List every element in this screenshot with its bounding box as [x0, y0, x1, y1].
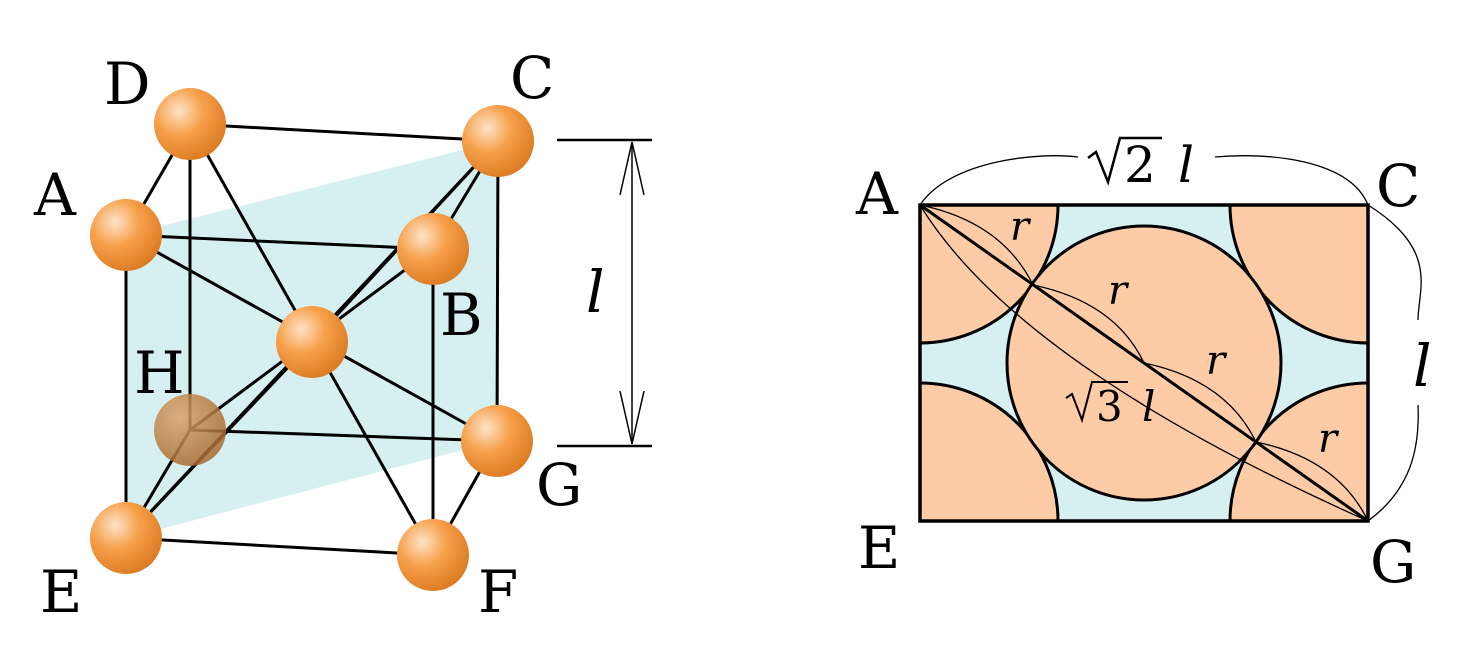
- radius-label-2: r: [1108, 268, 1130, 314]
- cube-edges: [124, 122, 500, 557]
- height-label: l: [586, 258, 605, 326]
- vertex-label-e: E: [40, 558, 82, 626]
- side-dimension-arc: [1367, 204, 1422, 522]
- atom-b: [397, 213, 469, 285]
- vertex-label-f: F: [478, 558, 518, 626]
- section-rectangle-border: [918, 203, 1370, 523]
- corner-circle-c: [1228, 205, 1368, 345]
- atom-c: [462, 105, 534, 177]
- cross-section-diagram: A C E G 2 l l 3 l r r r r: [855, 136, 1432, 596]
- atom-h: [154, 394, 226, 466]
- svg-text:2: 2: [1124, 136, 1156, 194]
- vertex-label-d: D: [104, 50, 151, 118]
- section-corner-label-g: G: [1370, 528, 1416, 596]
- vertex-label-c: C: [510, 44, 554, 112]
- cube-diagram: D C A B H G E F l: [33, 44, 652, 626]
- radius-label-4: r: [1318, 416, 1340, 462]
- top-dimension-label: 2 l: [1087, 136, 1194, 194]
- radical-sign-diagonal: [1065, 381, 1128, 424]
- height-dimension: [557, 138, 652, 448]
- svg-text:l: l: [1178, 136, 1194, 194]
- atom-e: [90, 502, 162, 574]
- svg-text:l: l: [1142, 382, 1155, 431]
- atom-a: [90, 199, 162, 271]
- radius-label-1: r: [1010, 204, 1032, 250]
- side-dimension-label: l: [1413, 332, 1432, 400]
- vertex-label-g: G: [536, 451, 582, 519]
- atom-g: [461, 405, 533, 477]
- radius-arcs: [919, 204, 1369, 522]
- section-corner-label-c: C: [1376, 152, 1420, 220]
- vertex-label-h: H: [134, 339, 185, 407]
- corner-circle-g: [1228, 381, 1368, 521]
- top-dimension-arc: [919, 155, 1369, 206]
- atom-f: [397, 519, 469, 591]
- diagonal-dimension-label: 3 l: [1065, 381, 1155, 431]
- section-corner-label-e: E: [858, 514, 900, 582]
- corner-circle-e: [920, 381, 1060, 521]
- corner-circle-a: [920, 205, 1060, 345]
- vertex-label-a: A: [33, 161, 77, 229]
- section-corner-label-a: A: [855, 160, 899, 228]
- atom-d: [154, 88, 226, 160]
- radius-label-3: r: [1206, 338, 1228, 384]
- atom-center: [276, 306, 348, 378]
- radical-sign-top: [1087, 136, 1162, 186]
- svg-text:3: 3: [1096, 382, 1123, 431]
- vertex-label-b: B: [440, 281, 483, 349]
